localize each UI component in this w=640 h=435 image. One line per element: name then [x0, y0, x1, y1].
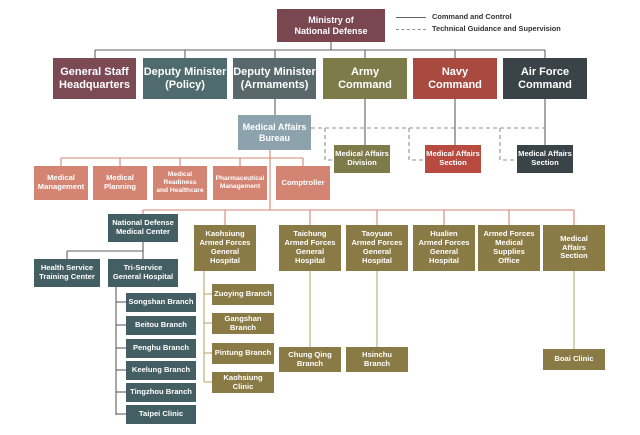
dashed-army: [324, 128, 334, 161]
general-staff-box: General Staff Headquarters: [53, 58, 136, 99]
songshan-branch-box: Songshan Branch: [126, 293, 196, 312]
legend-command-label: Command and Control: [432, 12, 512, 21]
airforce-command-box: Air Force Command: [503, 58, 587, 99]
army-command-box: Army Command: [323, 58, 407, 99]
legend-solid-line: [396, 17, 426, 18]
medical-planning-box: Medical Planning: [93, 166, 147, 200]
hsinchu-branch-box: Hsinchu Branch: [346, 347, 408, 372]
kaohsiung-clinic-box: Kaohsiung Clinic: [212, 372, 274, 393]
medical-readiness-box: Medical Readiness and Healthcare: [153, 166, 207, 200]
dashed-navy: [408, 128, 425, 161]
army-medical-affairs-division-box: Medical Affairs Division: [334, 145, 390, 173]
taoyuan-hospital-box: Taoyuan Armed Forces General Hospital: [346, 225, 408, 271]
pintung-branch-box: Pintung Branch: [212, 343, 274, 364]
comptroller-box: Comptroller: [276, 166, 330, 200]
medical-management-box: Medical Management: [34, 166, 88, 200]
ministry-box: Ministry of National Defense: [277, 9, 385, 42]
tri-service-general-hospital-box: Tri-Service General Hospital: [108, 259, 178, 287]
legend-dashed-line: [396, 29, 426, 30]
hualien-hospital-box: Hualien Armed Forces General Hospital: [413, 225, 475, 271]
dashed-af: [499, 128, 517, 161]
medical-supplies-office-box: Armed Forces Medical Supplies Office: [478, 225, 540, 271]
airforce-medical-affairs-section-box: Medical Affairs Section: [517, 145, 573, 173]
chung-qing-branch-box: Chung Qing Branch: [279, 347, 341, 372]
pharmaceutical-management-box: Pharmaceutical Management: [213, 166, 267, 200]
penghu-branch-box: Penghu Branch: [126, 339, 196, 358]
zuoying-branch-box: Zuoying Branch: [212, 284, 274, 305]
keelung-branch-box: Keelung Branch: [126, 361, 196, 380]
deputy-minister-armaments-box: Deputy Minister (Armaments): [233, 58, 316, 99]
boai-clinic-box: Boai Clinic: [543, 349, 605, 370]
gangshan-branch-box: Gangshan Branch: [212, 313, 274, 334]
deputy-minister-policy-box: Deputy Minister (Policy): [143, 58, 227, 99]
tingzhou-branch-box: Tingzhou Branch: [126, 383, 196, 402]
taichung-hospital-box: Taichung Armed Forces General Hospital: [279, 225, 341, 271]
taipei-clinic-box: Taipei Clinic: [126, 405, 196, 424]
navy-command-box: Navy Command: [413, 58, 497, 99]
ndmc-box: National Defense Medical Center: [108, 214, 178, 242]
medical-affairs-section-box: Medical Affairs Section: [543, 225, 605, 271]
legend-technical-label: Technical Guidance and Supervision: [432, 24, 561, 33]
beitou-branch-box: Beitou Branch: [126, 316, 196, 335]
kaohsiung-hospital-box: Kaohsiung Armed Forces General Hospital: [194, 225, 256, 271]
health-service-training-center-box: Health Service Training Center: [34, 259, 100, 287]
medical-affairs-bureau-box: Medical Affairs Bureau: [238, 115, 311, 150]
navy-medical-affairs-section-box: Medical Affairs Section: [425, 145, 481, 173]
